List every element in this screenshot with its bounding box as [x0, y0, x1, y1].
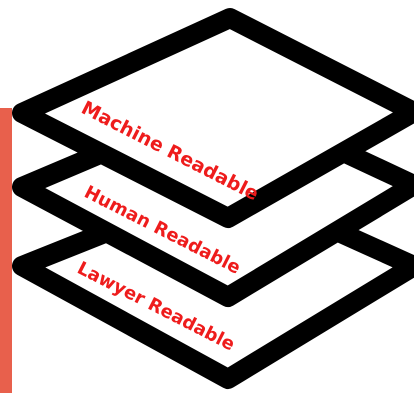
layer-plate-top — [12, 8, 414, 228]
side-accent-bar — [0, 108, 12, 393]
